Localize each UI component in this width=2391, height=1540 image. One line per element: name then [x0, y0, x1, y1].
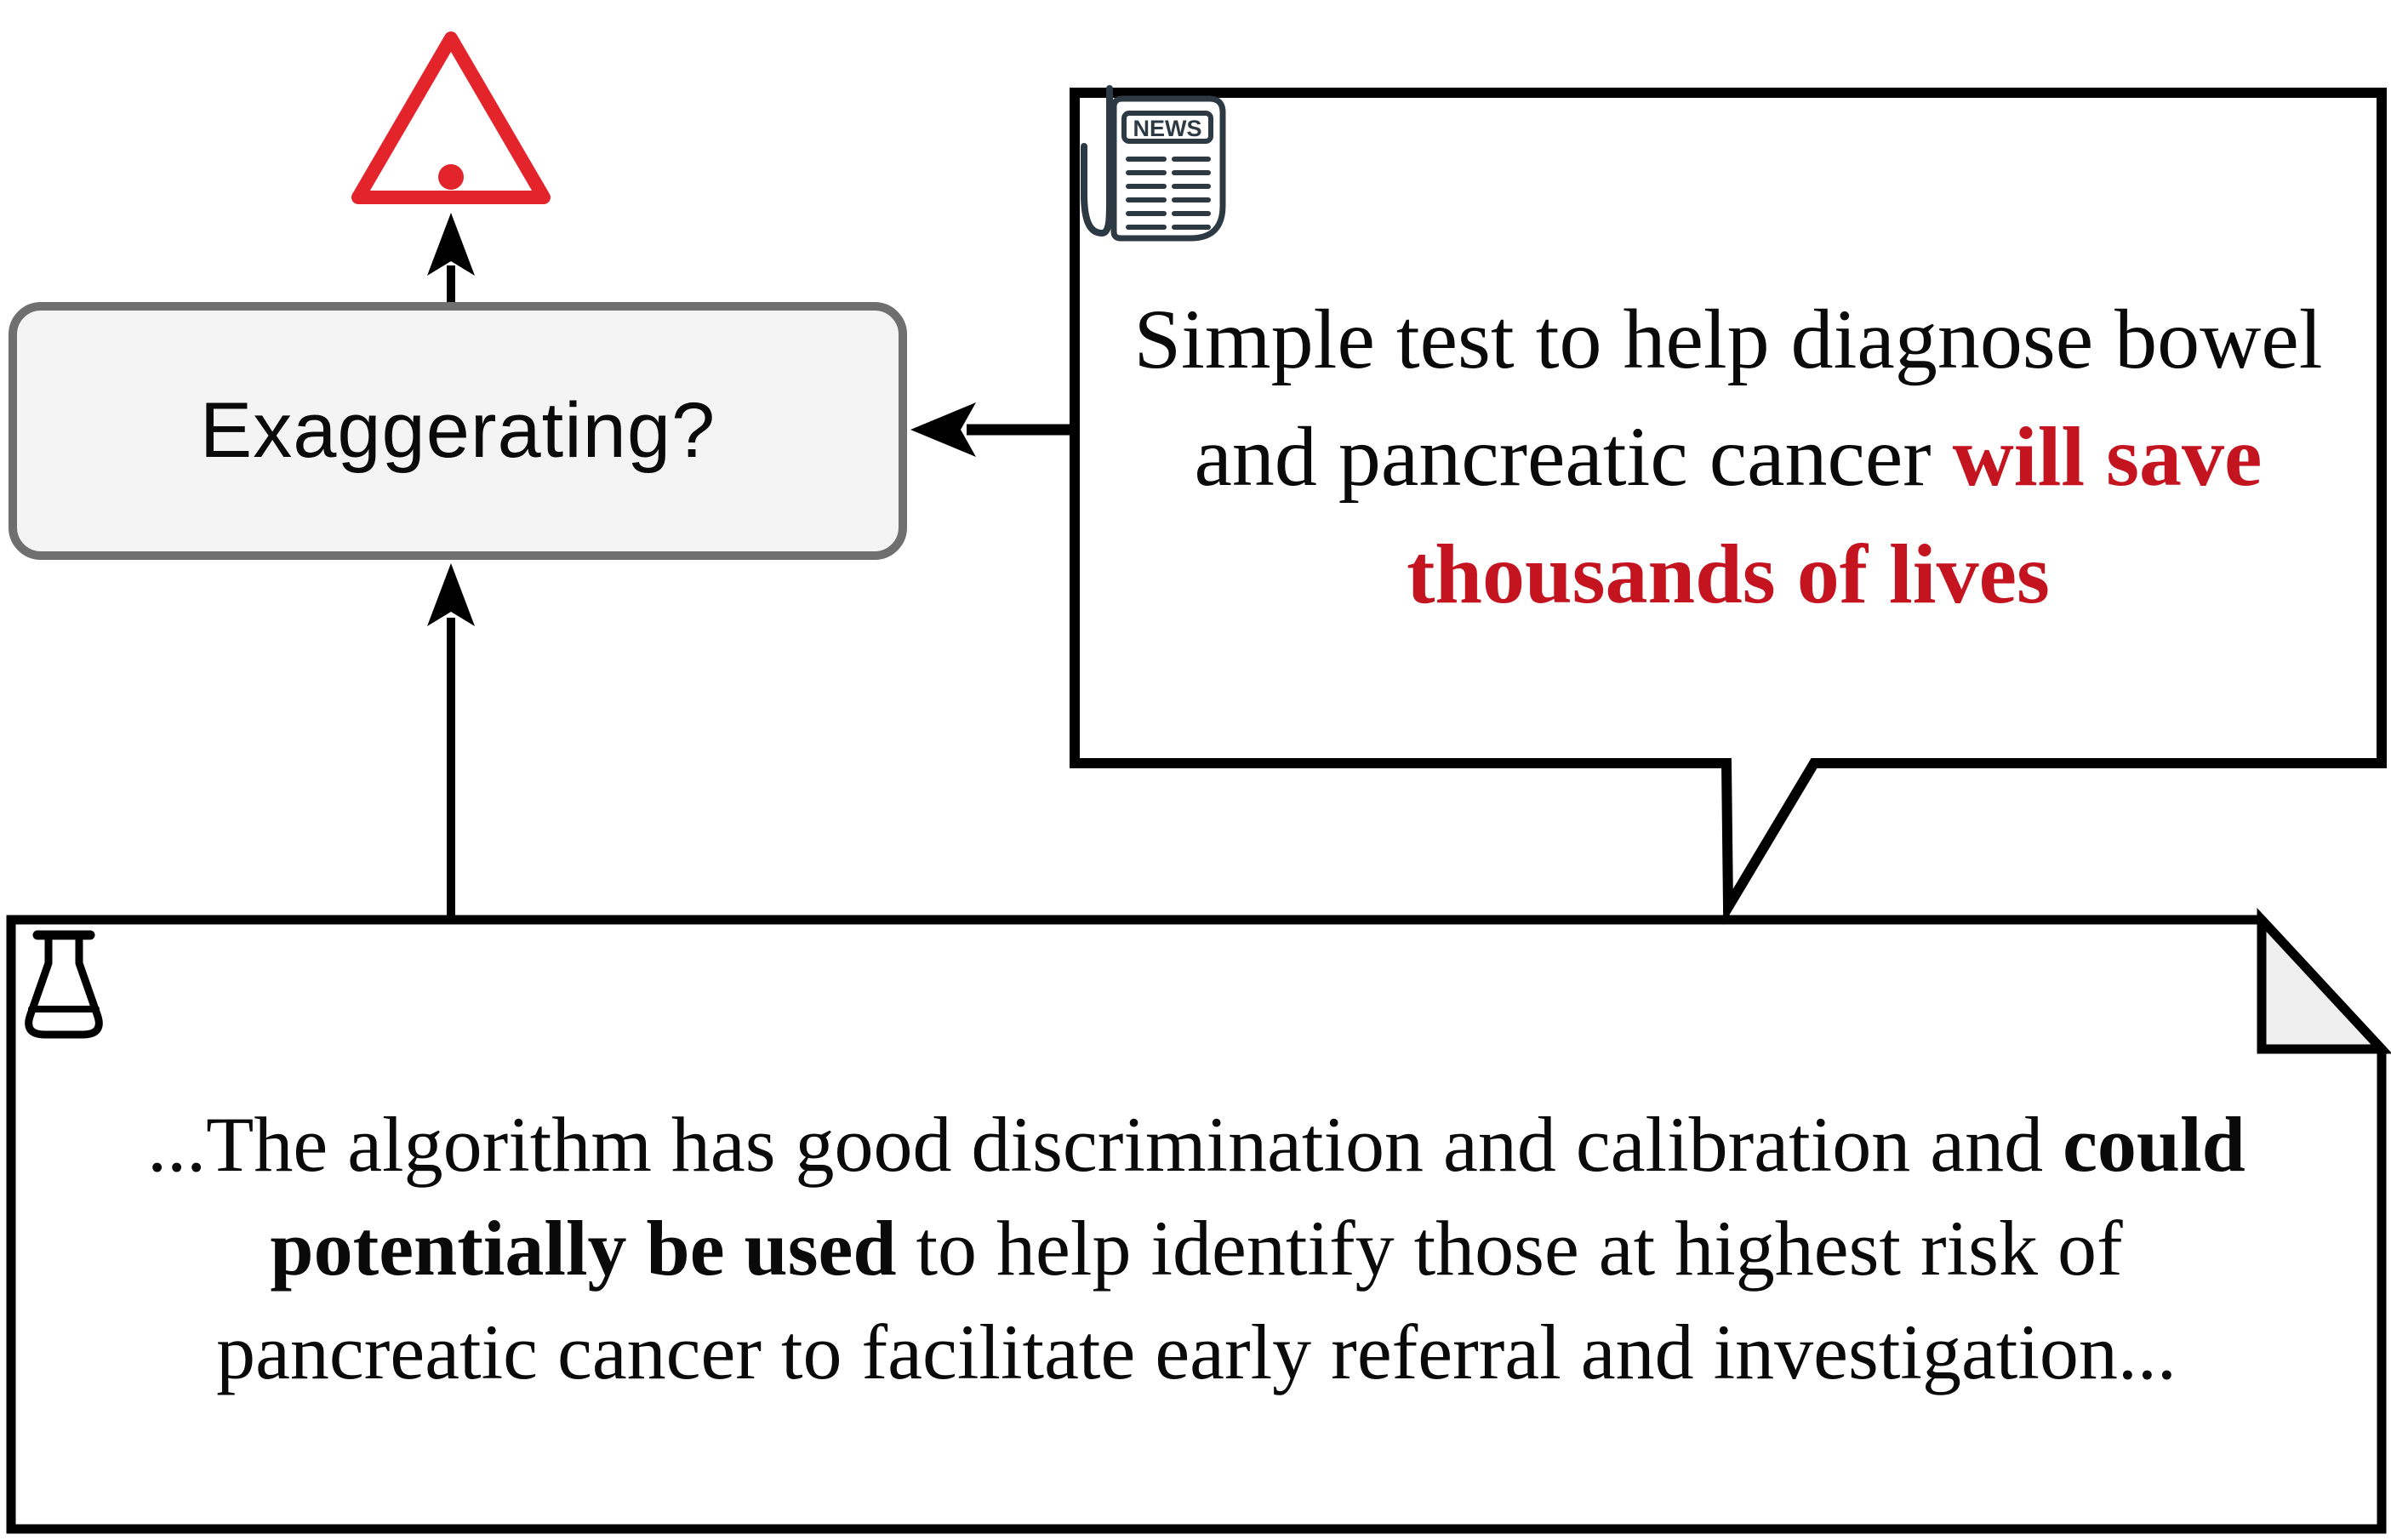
arrow-headline-to-verdict: [910, 402, 1075, 457]
news-headline: Simple test to help diagnose bowel and p…: [1068, 281, 2388, 633]
headline-line: Simple test to help diagnose bowel: [1068, 281, 2388, 398]
arrow-paper-to-verdict: [427, 563, 475, 917]
newspaper-icon: NEWS: [1081, 85, 1226, 242]
headline-emphasis-text: thousands of lives: [1407, 527, 2050, 621]
headline-line: and pancreatic cancer will save: [1068, 398, 2388, 516]
arrow-verdict-to-warning: [427, 213, 475, 306]
speech-bubble-shape: [1070, 88, 2387, 926]
newspaper-masthead-box: [1121, 111, 1213, 144]
newspaper-spine: [1081, 85, 1113, 237]
quote-bold-text: could: [2043, 1101, 2245, 1188]
newspaper-masthead-label: NEWS: [1133, 116, 1202, 141]
quote-text: ...The algorithm has good discrimination…: [147, 1101, 2044, 1188]
headline-line: thousands of lives: [1068, 516, 2388, 633]
quote-text: pancreatic cancer to facilitate early re…: [216, 1309, 2177, 1395]
headline-text: Simple test to help diagnose bowel: [1133, 292, 2323, 386]
headline-text: and pancreatic cancer: [1194, 409, 1932, 504]
paper-fold-corner: [2257, 907, 2391, 1054]
quote-line: ...The algorithm has good discrimination…: [47, 1092, 2346, 1196]
quote-line: potentially be used to help identify tho…: [47, 1196, 2346, 1300]
science-quote: ...The algorithm has good discrimination…: [47, 1092, 2346, 1404]
headline-emphasis-text: will save: [1931, 409, 2263, 504]
flask-icon: [25, 930, 103, 1039]
verdict-box: Exaggerating?: [9, 302, 907, 560]
quote-bold-text: potentially be used: [270, 1205, 897, 1292]
newspaper-page: [1110, 95, 1226, 242]
warning-triangle-icon: [351, 31, 551, 204]
newspaper-text-lines: [1126, 157, 1211, 230]
paper-panel-shape: [6, 907, 2391, 1534]
quote-line: pancreatic cancer to facilitate early re…: [47, 1300, 2346, 1404]
verdict-label: Exaggerating?: [199, 387, 716, 474]
quote-text: to help identify those at highest risk o…: [896, 1205, 2123, 1292]
